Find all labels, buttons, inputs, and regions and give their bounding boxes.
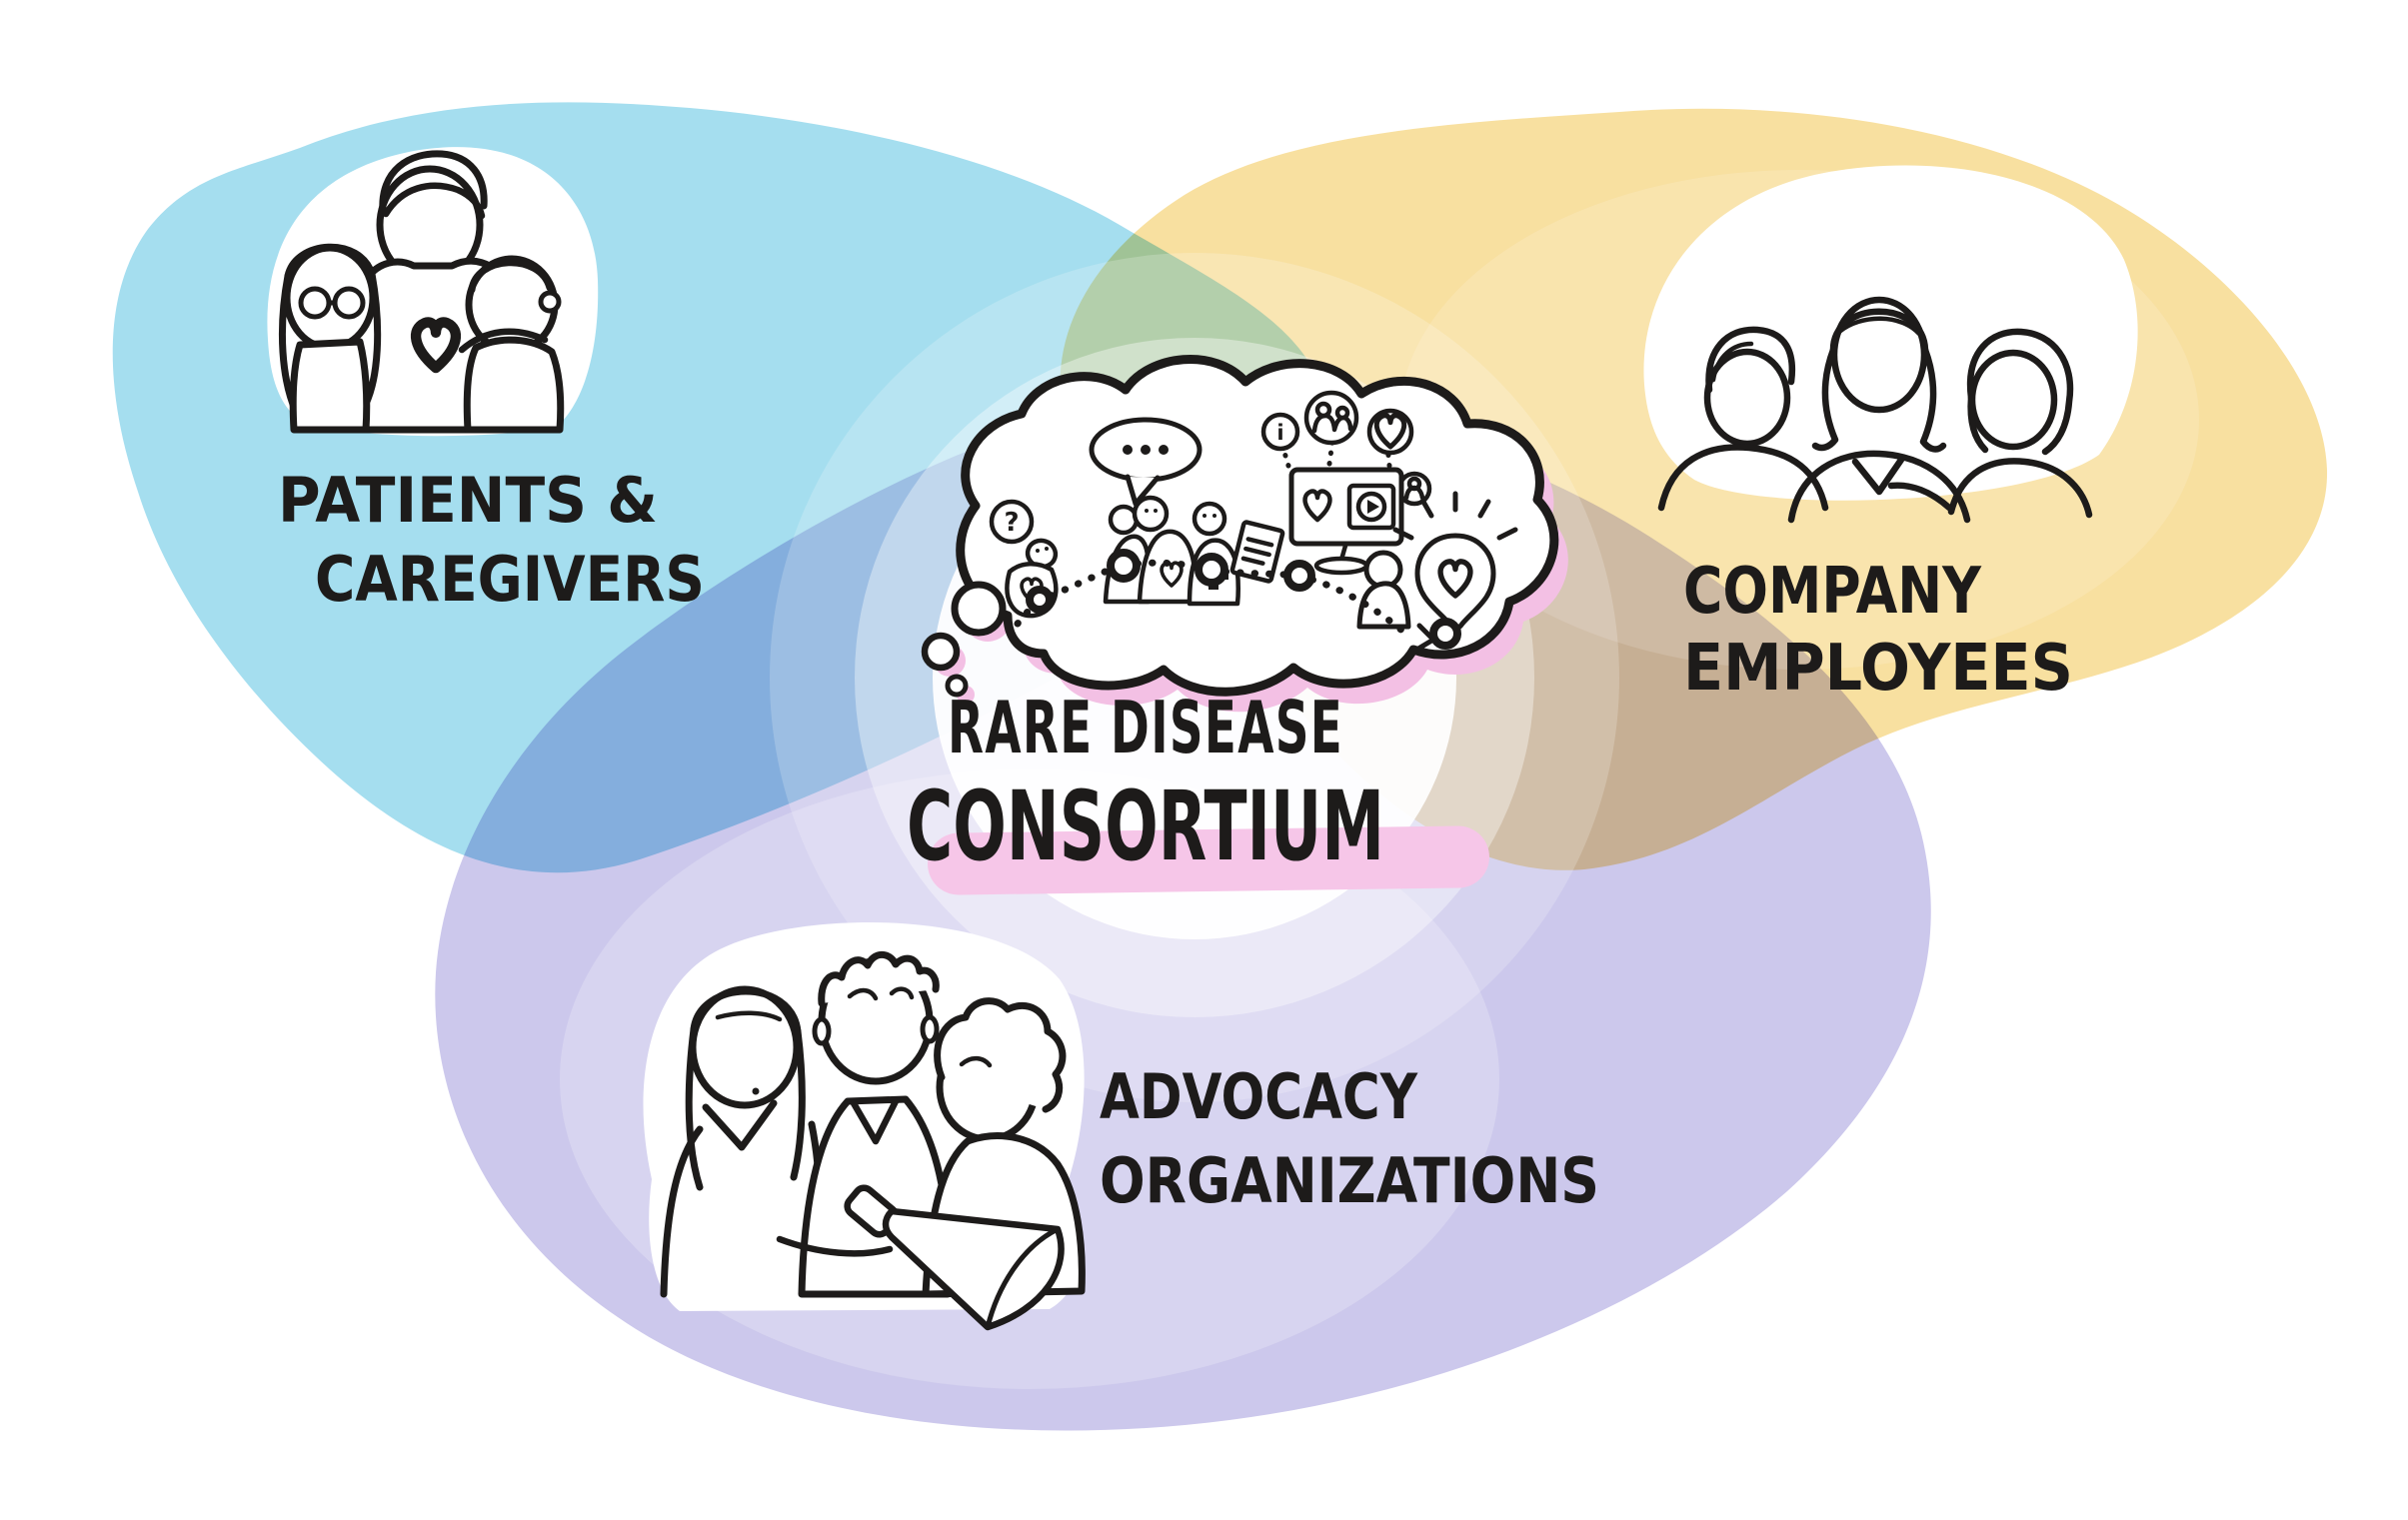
speech-bubble-ellipsis-icon (1089, 417, 1203, 507)
advocacy-organizations-label-line1: ADVOCACY (1100, 1060, 1418, 1133)
patients-caregivers-label-line1: PATIENTS & (278, 464, 658, 537)
consortium-highlight (928, 825, 1489, 895)
company-employees-label-line1: COMPANY (1683, 555, 1982, 629)
person-at-computer-icon (1356, 550, 1411, 630)
thought-cloud (921, 359, 1568, 713)
thought-bubble-small (945, 674, 969, 698)
center-title-line2: CONSORTIUM (907, 770, 1384, 882)
svg-text:i: i (1276, 421, 1283, 445)
advocacy-organizations-label: ADVOCACY ORGANIZATIONS (1100, 1060, 1599, 1217)
megaphone-icon (844, 1184, 1065, 1331)
center-title-line1: RARE DISEASE (948, 686, 1343, 769)
three-employees-sketch (1643, 165, 2138, 524)
question-circle-icon: ? (989, 499, 1035, 545)
company-employees-label: COMPANY EMPLOYEES (1683, 555, 2073, 706)
thought-bubble-medium (921, 632, 961, 672)
thought-bubble-large (951, 581, 1007, 637)
cloud-doodles: ? (989, 390, 1518, 655)
advocacy-organizations-label-line2: ORGANIZATIONS (1100, 1144, 1599, 1217)
patients-caregivers-label: PATIENTS & CAREGIVERS (278, 464, 705, 616)
svg-text:?: ? (1004, 508, 1019, 538)
dotted-journey-path (1014, 549, 1461, 655)
document-card-icon (1229, 520, 1285, 584)
patients-caregivers-label-line2: CAREGIVERS (315, 543, 705, 616)
company-employees-label-line2: EMPLOYEES (1683, 632, 2073, 706)
advocates-with-megaphone-sketch (643, 921, 1086, 1331)
family-with-heart-sketch (267, 147, 599, 437)
monitor-with-hearts-icon: i (1260, 390, 1432, 576)
